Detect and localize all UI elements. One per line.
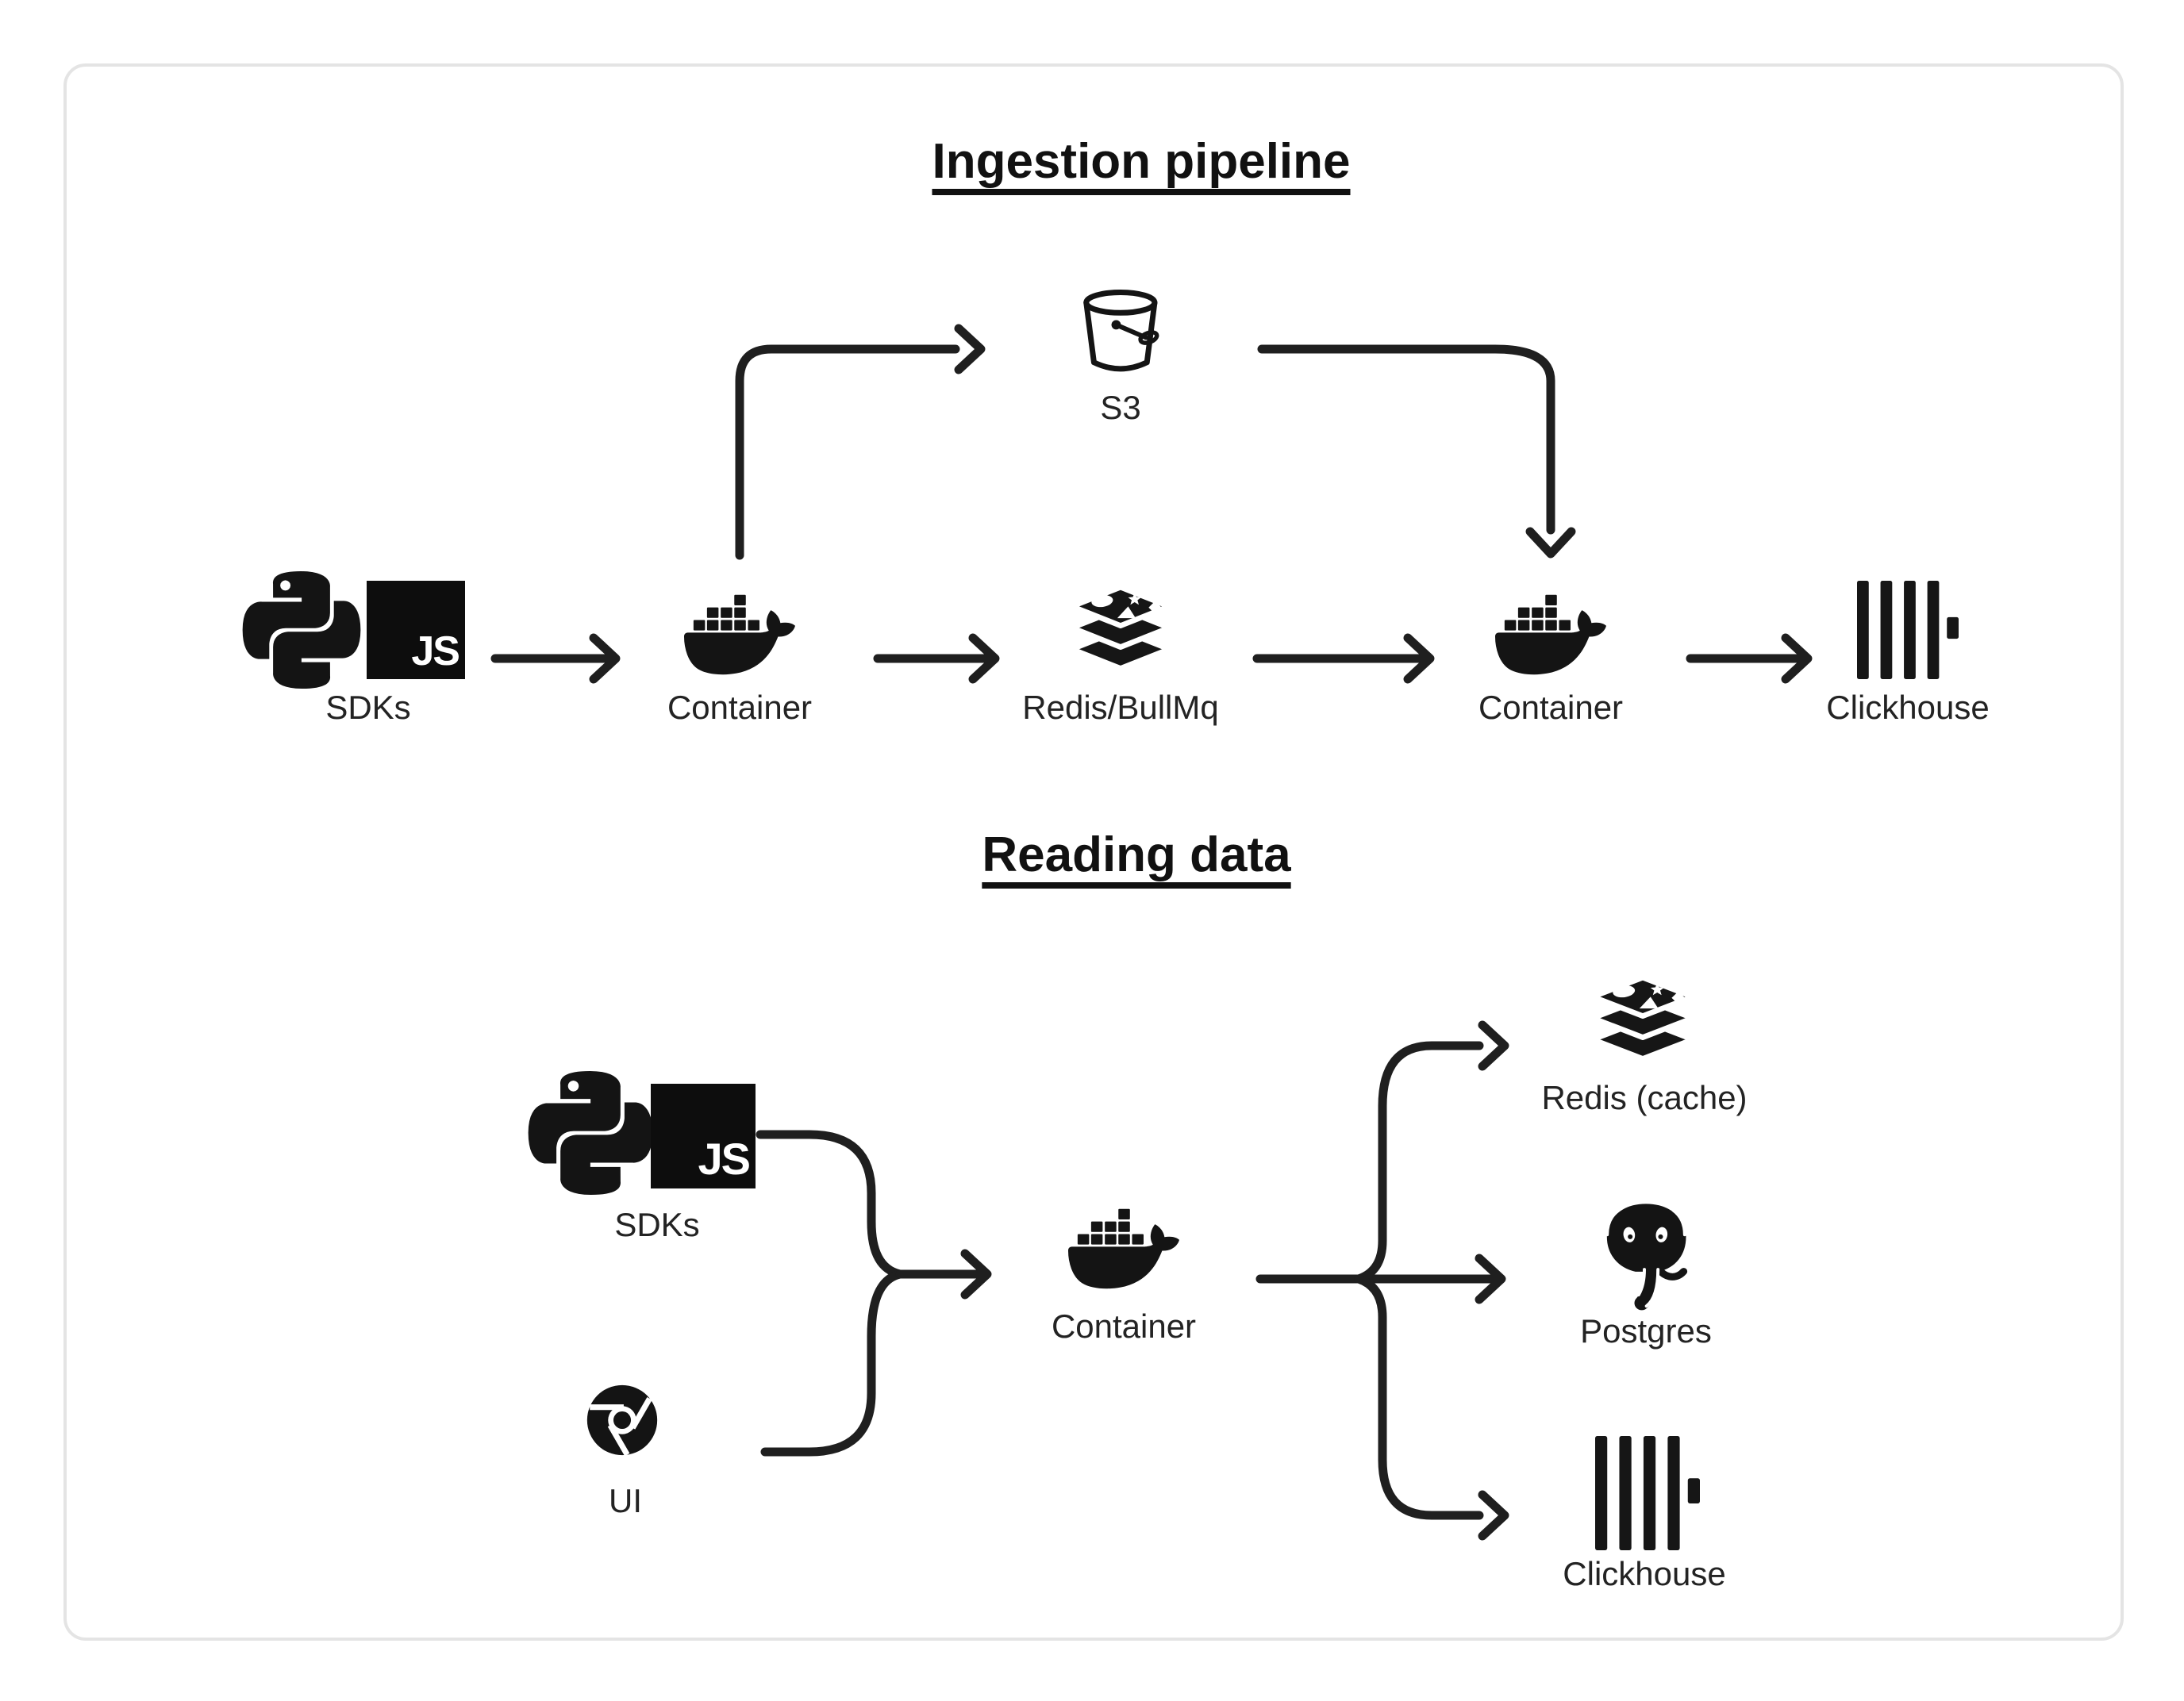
reading-container-label: Container [1051, 1309, 1197, 1346]
ui-label: UI [609, 1484, 642, 1520]
reading-clickhouse-label: Clickhouse [1563, 1557, 1726, 1593]
docker-icon [1494, 579, 1606, 690]
chrome-icon [584, 1382, 660, 1458]
clickhouse-icon [1595, 1436, 1700, 1550]
postgres-label: Postgres [1580, 1314, 1712, 1350]
redis-icon [1587, 971, 1698, 1069]
docker-icon [1067, 1193, 1179, 1304]
ingestion-title: Ingestion pipeline [932, 133, 1351, 189]
s3-bucket-icon [1078, 284, 1167, 379]
reading-sdks-label: SDKs [614, 1208, 700, 1244]
javascript-icon: JS [367, 581, 465, 679]
diagram-card [63, 63, 2124, 1641]
postgresql-icon [1594, 1198, 1698, 1312]
ingestion-container2-label: Container [1478, 690, 1624, 727]
docker-icon [683, 579, 795, 690]
ingestion-container-label: Container [667, 690, 813, 727]
python-icon [528, 1071, 653, 1195]
javascript-icon: JS [651, 1084, 756, 1188]
redis-icon [1067, 581, 1175, 679]
s3-label: S3 [1100, 390, 1141, 427]
reading-title: Reading data [982, 827, 1291, 882]
redis-cache-label: Redis (cache) [1541, 1081, 1748, 1117]
ingestion-clickhouse-label: Clickhouse [1826, 690, 1990, 727]
ingestion-sdks-label: SDKs [325, 690, 411, 727]
redis-bullmq-label: Redis/BullMq [1022, 690, 1219, 727]
clickhouse-icon [1857, 581, 1959, 679]
python-icon [242, 571, 361, 689]
